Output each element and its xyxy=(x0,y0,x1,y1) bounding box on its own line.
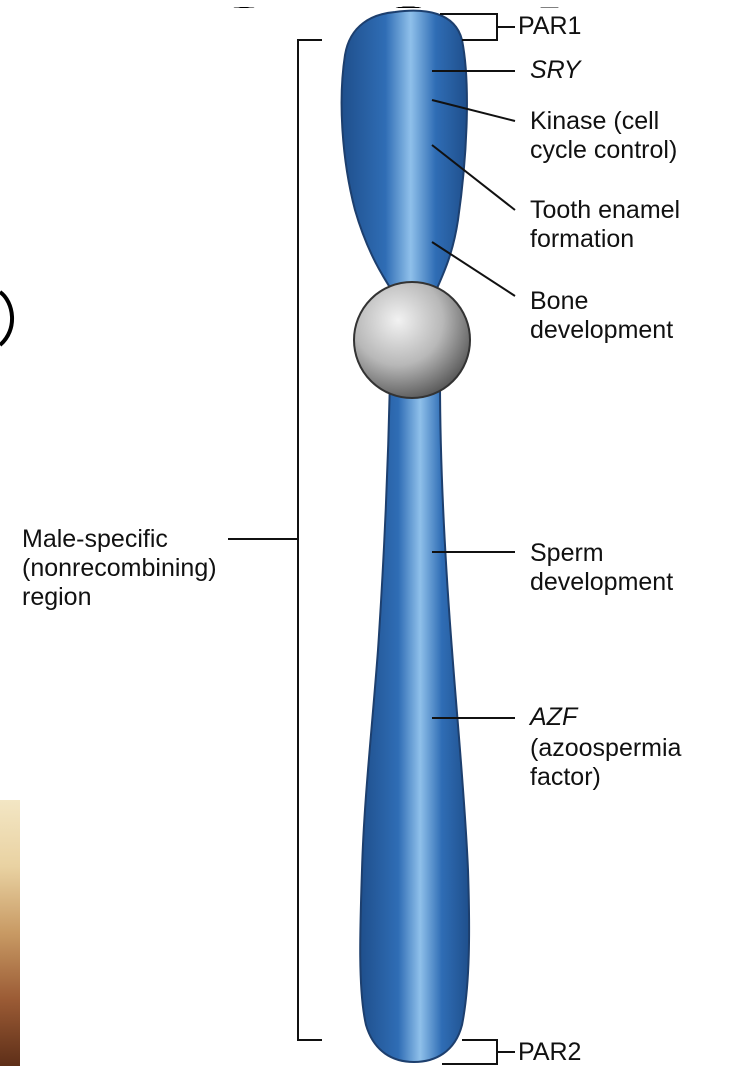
label-kinase: Kinase (cell cycle control) xyxy=(530,107,677,165)
label-azf: AZF xyxy=(530,703,577,732)
long-arm xyxy=(360,380,469,1062)
cropped-photo-strip xyxy=(0,800,20,1066)
label-sry: SRY xyxy=(530,56,580,85)
cropped-parenthesis xyxy=(0,292,12,345)
label-par1: PAR1 xyxy=(518,12,581,41)
male-region-bracket xyxy=(298,40,322,1040)
short-arm xyxy=(342,11,467,300)
label-par2: PAR2 xyxy=(518,1038,581,1067)
centromere xyxy=(354,282,470,398)
label-tooth-enamel: Tooth enamel formation xyxy=(530,196,680,254)
label-male-specific-region: Male-specific (nonrecombining) region xyxy=(22,525,217,612)
label-sperm-development: Sperm development xyxy=(530,539,673,597)
label-bone-development: Bone development xyxy=(530,287,673,345)
label-azf-description: (azoospermia factor) xyxy=(530,734,681,792)
